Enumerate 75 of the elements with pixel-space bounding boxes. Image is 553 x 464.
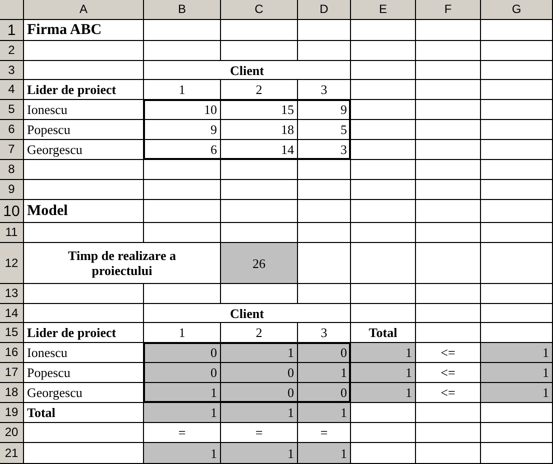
row-header: 16	[0, 343, 24, 363]
table-cell: 1	[144, 443, 221, 464]
table-cell: 1	[298, 403, 351, 423]
table-cell: 3	[298, 80, 351, 100]
table-cell: Ionescu	[24, 343, 144, 363]
table-cell: 0	[221, 383, 298, 403]
table-cell: 5	[298, 120, 351, 140]
table-cell: 1	[298, 363, 351, 383]
table-cell: 1	[144, 403, 221, 423]
row-header: 9	[0, 180, 24, 200]
table-cell: 1	[481, 383, 553, 403]
table-cell: 26	[221, 243, 298, 284]
row-header: 3	[0, 61, 24, 80]
table-cell: 3	[298, 323, 351, 343]
table-cell: 14	[221, 140, 298, 160]
table-cell: 15	[221, 100, 298, 120]
column-header: A	[24, 0, 144, 20]
table-cell: Lider de proiect	[24, 80, 144, 100]
table-cell: 1	[144, 323, 221, 343]
table-cell: Model	[24, 200, 144, 223]
table-cell: Lider de proiect	[24, 323, 144, 343]
row-header: 17	[0, 363, 24, 383]
row-header: 12	[0, 243, 24, 284]
table-cell: 9	[298, 100, 351, 120]
table-cell: 1	[351, 343, 416, 363]
row-header: 7	[0, 140, 24, 160]
table-cell: 1	[351, 363, 416, 383]
table-cell: 18	[221, 120, 298, 140]
table-cell: 1	[144, 80, 221, 100]
row-header: 21	[0, 443, 24, 464]
table-cell: 1	[221, 343, 298, 363]
table-cell: 2	[221, 80, 298, 100]
table-cell: 2	[221, 323, 298, 343]
table-cell: 1	[481, 343, 553, 363]
table-cell: 1	[221, 403, 298, 423]
row-header: 10	[0, 200, 24, 223]
column-header: F	[416, 0, 481, 20]
table-cell: Firma ABC	[24, 20, 144, 41]
column-header: D	[298, 0, 351, 20]
column-header: B	[144, 0, 221, 20]
row-header: 11	[0, 223, 24, 243]
row-header: 14	[0, 304, 24, 323]
table-cell: 1	[298, 443, 351, 464]
row-header: 6	[0, 120, 24, 140]
table-cell: Georgescu	[24, 140, 144, 160]
table-cell: 6	[144, 140, 221, 160]
row-header: 15	[0, 323, 24, 343]
row-header: 18	[0, 383, 24, 403]
row-header: 8	[0, 160, 24, 180]
table-cell: Client	[144, 304, 351, 323]
row-header: 5	[0, 100, 24, 120]
column-header: C	[221, 0, 298, 20]
table-cell: 10	[144, 100, 221, 120]
table-cell: Georgescu	[24, 383, 144, 403]
table-cell: Popescu	[24, 120, 144, 140]
table-cell: Popescu	[24, 363, 144, 383]
table-cell: 0	[221, 363, 298, 383]
column-header: G	[481, 0, 553, 20]
row-header: 19	[0, 403, 24, 423]
table-cell: 1	[221, 443, 298, 464]
table-cell: 0	[298, 343, 351, 363]
row-header: 2	[0, 41, 24, 61]
table-cell: 3	[298, 140, 351, 160]
table-cell: 0	[144, 343, 221, 363]
table-cell: 9	[144, 120, 221, 140]
column-header: E	[351, 0, 416, 20]
table-cell: 1	[481, 363, 553, 383]
table-cell: 0	[144, 363, 221, 383]
row-header: 1	[0, 20, 24, 41]
row-header: 4	[0, 80, 24, 100]
row-header: 20	[0, 423, 24, 443]
table-cell: Ionescu	[24, 100, 144, 120]
table-cell: Client	[144, 61, 351, 80]
row-header: 13	[0, 284, 24, 304]
table-cell: 1	[351, 383, 416, 403]
